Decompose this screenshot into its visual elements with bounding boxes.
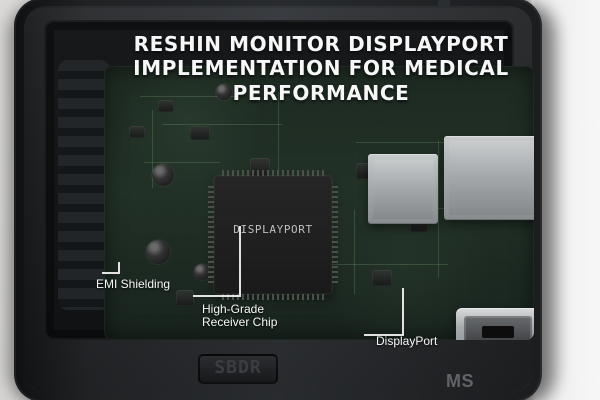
trace-8 bbox=[278, 92, 279, 180]
receiver-label-line-h bbox=[193, 295, 241, 297]
receiver-label-line-v bbox=[239, 226, 241, 295]
inner-bezel: DISPLAYPORT bbox=[44, 20, 534, 340]
capacitor-3 bbox=[194, 264, 210, 280]
case-notch bbox=[438, 0, 450, 8]
trace-9 bbox=[438, 140, 439, 278]
pad-6 bbox=[372, 270, 392, 286]
port-label: DisplayPort bbox=[376, 334, 438, 348]
trace-4 bbox=[356, 142, 460, 143]
pad-1 bbox=[129, 126, 145, 138]
displayport-connector-inner bbox=[464, 316, 532, 340]
receiver-label: High-Grade Receiver Chip bbox=[202, 302, 278, 330]
emi-label: EMI Shielding bbox=[96, 277, 171, 291]
bottom-logo: SBDR bbox=[198, 354, 278, 384]
circuit-board: DISPLAYPORT bbox=[104, 66, 534, 340]
pad-8 bbox=[176, 290, 194, 306]
heatsink-2 bbox=[444, 136, 534, 220]
displayport-chip: DISPLAYPORT bbox=[208, 170, 338, 300]
port-label-line-h bbox=[364, 334, 404, 336]
chip-pins-right bbox=[332, 186, 338, 284]
vent-fins bbox=[58, 60, 110, 310]
chip-pins-left bbox=[208, 186, 214, 284]
displayport-slot bbox=[482, 326, 514, 338]
displayport-connector bbox=[456, 308, 534, 340]
trace-7 bbox=[152, 110, 153, 188]
capacitor-1 bbox=[152, 164, 174, 186]
monitor-case: DISPLAYPORT RESHIN MONITOR DISPLAYPORT I… bbox=[14, 0, 542, 400]
chip-label: DISPLAYPORT bbox=[233, 223, 313, 236]
port-label-line-v bbox=[402, 288, 404, 334]
pad-2 bbox=[158, 100, 174, 112]
corner-mark: MS bbox=[446, 371, 474, 391]
emi-label-line-h bbox=[102, 272, 118, 274]
emi-label-line-v bbox=[118, 262, 120, 274]
trace-10 bbox=[354, 210, 355, 294]
trace-1 bbox=[140, 96, 236, 97]
main-title: RESHIN MONITOR DISPLAYPORT IMPLEMENTATIO… bbox=[133, 32, 509, 105]
capacitor-4 bbox=[216, 84, 232, 100]
trace-6 bbox=[322, 264, 448, 265]
capacitor-2 bbox=[146, 240, 170, 264]
pad-3 bbox=[190, 126, 210, 140]
heatsink-1 bbox=[368, 154, 438, 224]
trace-3 bbox=[144, 162, 220, 163]
trace-2 bbox=[162, 124, 282, 125]
